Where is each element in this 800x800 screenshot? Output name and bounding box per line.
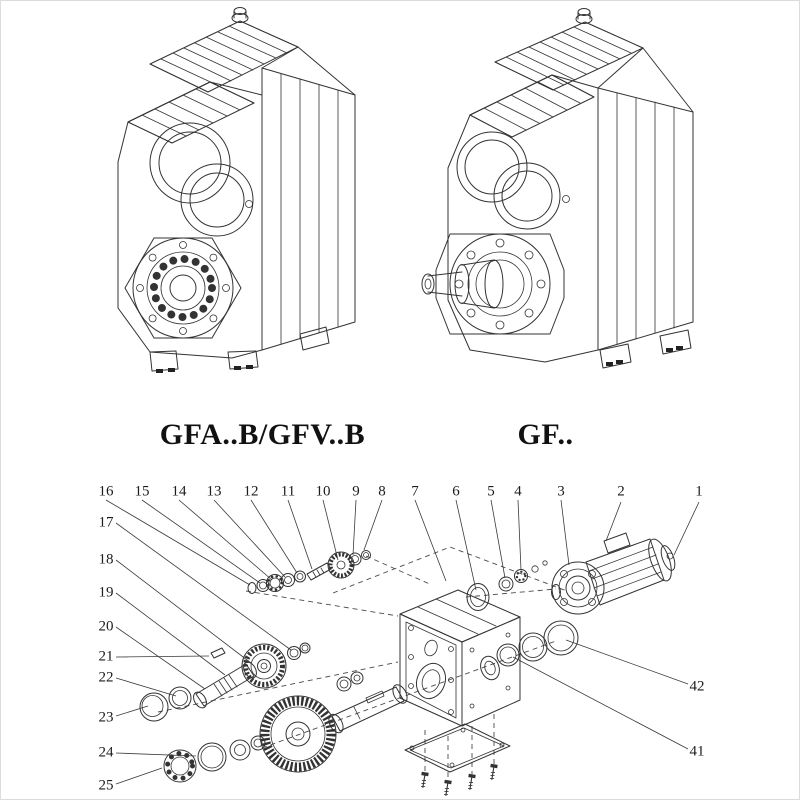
output-side-rings — [496, 620, 579, 667]
output-bearing-flange — [124, 237, 242, 339]
callout-5: 5 — [487, 483, 495, 500]
callout-19: 19 — [98, 584, 114, 601]
callout-42: 42 — [689, 678, 705, 695]
gasket-and-bolts — [404, 723, 511, 799]
callout-2: 2 — [617, 483, 625, 500]
callout-17: 17 — [98, 514, 114, 531]
callout-41: 41 — [689, 743, 705, 760]
callout-10: 10 — [315, 483, 331, 500]
output-gear-and-shaft — [259, 671, 408, 773]
output-flange-and-shaft — [421, 233, 565, 335]
model-label-gf: GF.. — [517, 418, 574, 451]
leader-lines-left — [115, 522, 292, 785]
housing-side-panel — [597, 87, 694, 351]
callout-8: 8 — [378, 483, 386, 500]
assembly-axis-lines — [157, 546, 568, 780]
callout-23: 23 — [98, 709, 114, 726]
cooling-fins — [149, 20, 299, 93]
model-label-gfab-gfvb: GFA..B/GFV..B — [159, 418, 366, 451]
callout-16: 16 — [98, 483, 114, 500]
input-seal-parts — [466, 560, 548, 611]
mounting-feet-right-unit — [599, 329, 692, 369]
gearbox-right-drawing — [421, 8, 694, 369]
callout-12: 12 — [243, 483, 259, 500]
exploded-view-drawing — [105, 499, 700, 799]
callout-21: 21 — [98, 648, 114, 665]
input-bores — [149, 122, 254, 237]
callout-4: 4 — [514, 483, 522, 500]
callout-25: 25 — [98, 777, 114, 794]
motor-assembly — [551, 532, 676, 615]
housing-side-panel — [261, 67, 356, 351]
leader-lines-top — [105, 499, 700, 591]
callout-3: 3 — [557, 483, 565, 500]
input-bores — [456, 131, 570, 230]
gear-housing — [399, 589, 521, 727]
callout-1: 1 — [695, 483, 703, 500]
side-ribs — [280, 73, 339, 345]
side-ribs — [616, 92, 675, 345]
intermediate-gear-parts — [139, 642, 311, 722]
callout-22: 22 — [98, 669, 114, 686]
callout-7: 7 — [411, 483, 419, 500]
callout-13: 13 — [206, 483, 222, 500]
callout-11: 11 — [280, 483, 296, 500]
callout-15: 15 — [134, 483, 150, 500]
output-bearing-parts — [163, 735, 266, 783]
callout-24: 24 — [98, 744, 114, 761]
leader-lines-right — [512, 639, 689, 750]
mounting-feet-left-unit — [149, 326, 330, 373]
breather-plug-right — [575, 8, 593, 24]
callout-14: 14 — [171, 483, 187, 500]
callout-6: 6 — [452, 483, 460, 500]
callout-18: 18 — [98, 551, 114, 568]
breather-plug-left — [231, 7, 249, 23]
input-shaft-small-parts — [247, 550, 371, 594]
callout-9: 9 — [352, 483, 360, 500]
gearbox-left-drawing — [117, 7, 356, 373]
callout-20: 20 — [98, 618, 114, 635]
housing-front-face — [447, 74, 599, 363]
